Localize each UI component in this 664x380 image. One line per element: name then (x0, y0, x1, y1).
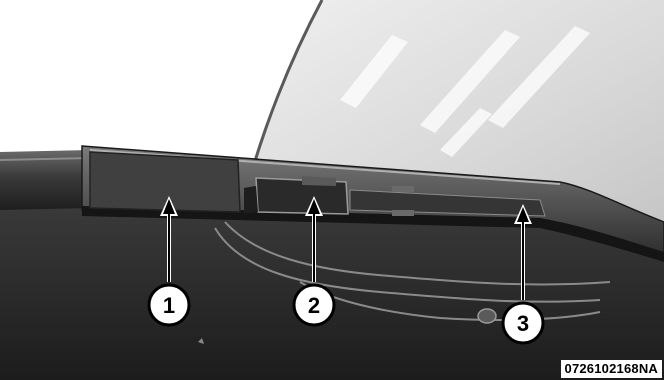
callout-1-number: 1 (163, 293, 175, 318)
callout-1: 1 (149, 285, 189, 325)
end-cap (90, 152, 240, 212)
callout-3: 3 (503, 303, 543, 343)
callout-2: 2 (294, 285, 334, 325)
callout-3-number: 3 (517, 311, 529, 336)
cowl-fastener (478, 309, 496, 323)
callout-2-number: 2 (308, 293, 320, 318)
reference-code: 0726102168NA (561, 360, 662, 378)
